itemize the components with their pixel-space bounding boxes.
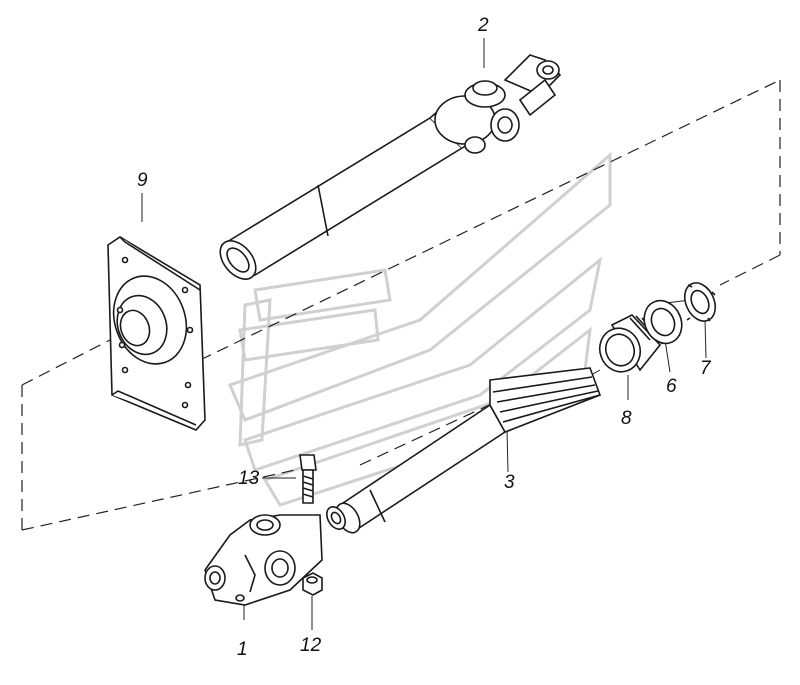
- lower-universal-joint: [204, 514, 323, 606]
- seal-ring: [643, 299, 683, 345]
- callout-7: 7: [700, 358, 711, 379]
- dashed-outline: [21, 79, 781, 531]
- callout-2: 2: [478, 15, 489, 36]
- hex-nut: [302, 572, 323, 596]
- bushing: [598, 314, 663, 373]
- lock-washer: [683, 282, 717, 322]
- callout-12: 12: [300, 635, 322, 656]
- upper-cardan-shaft: [219, 54, 562, 280]
- callout-8: 8: [621, 408, 632, 429]
- splined-shaft: [326, 367, 602, 534]
- callout-1: 1: [237, 639, 248, 660]
- callout-9: 9: [137, 170, 148, 191]
- callout-6: 6: [666, 376, 677, 397]
- callout-3: 3: [504, 472, 515, 493]
- callout-13: 13: [238, 468, 260, 489]
- bolt: [299, 454, 317, 504]
- flange-plate: [107, 236, 206, 431]
